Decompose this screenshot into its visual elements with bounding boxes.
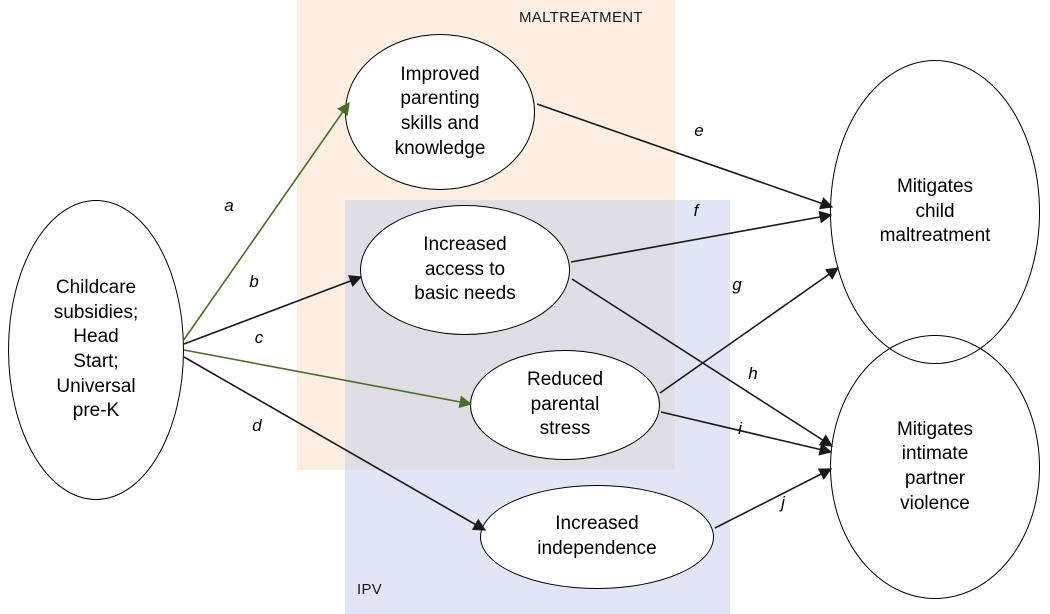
edge-j-label: j [781, 493, 785, 512]
node-childcare-subsidies-label: Childcare subsidies; Head Start; Univers… [53, 276, 139, 422]
node-mitigates-child-maltreatment: Mitigates child maltreatment [830, 60, 1040, 364]
edge-h-label: h [748, 364, 758, 383]
ipv-region-label: IPV [357, 581, 383, 598]
node-increased-access-basic-needs-label: Increased access to basic needs [414, 233, 516, 305]
node-childcare-subsidies: Childcare subsidies; Head Start; Univers… [8, 200, 184, 500]
edge-f-label: f [693, 201, 699, 220]
node-improved-parenting-skills: Improved parenting skills and knowledge [345, 34, 535, 190]
edge-b-label: b [249, 272, 259, 291]
node-mitigates-child-maltreatment-label: Mitigates child maltreatment [879, 175, 991, 247]
node-mitigates-intimate-partner-violence-label: Mitigates intimate partner violence [896, 418, 974, 514]
node-reduced-parental-stress: Reduced parental stress [470, 350, 660, 460]
edge-g-label: g [732, 275, 742, 294]
edge-i-label: i [738, 419, 742, 438]
edge-a-label: a [224, 196, 234, 215]
edge-j-line [714, 468, 833, 529]
node-mitigates-intimate-partner-violence: Mitigates intimate partner violence [830, 335, 1040, 599]
node-reduced-parental-stress-label: Reduced parental stress [526, 368, 604, 440]
node-increased-independence-label: Increased independence [537, 513, 657, 559]
node-improved-parenting-skills-label: Improved parenting skills and knowledge [394, 63, 486, 159]
edge-c-label: c [254, 328, 264, 347]
maltreatment-region-label: MALTREATMENT [519, 9, 643, 26]
edge-e-label: e [694, 121, 704, 140]
node-increased-independence: Increased independence [480, 485, 714, 589]
node-increased-access-basic-needs: Increased access to basic needs [360, 205, 570, 335]
edge-d-label: d [252, 416, 262, 435]
